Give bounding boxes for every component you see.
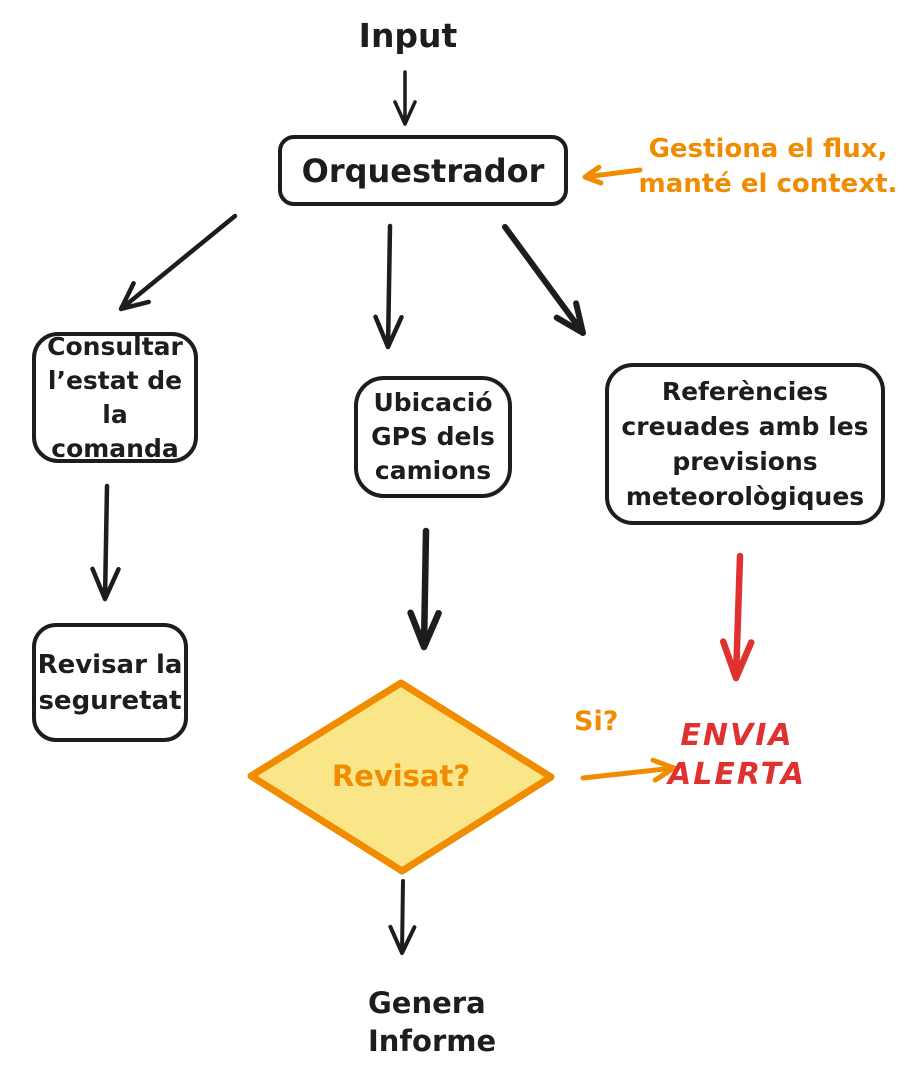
decision-label: Revisat? — [331, 759, 471, 793]
si-edge-label: Si? — [574, 706, 619, 737]
genera-informe-label: Genera Informe — [368, 984, 496, 1060]
revisar-line-1: Revisar la — [37, 649, 183, 680]
arrow-orchestrator-to-consultar — [118, 213, 238, 312]
consultar-node: Consultar l’estat de la comanda — [32, 332, 198, 463]
consultar-line-1: Consultar — [47, 331, 183, 361]
gps-node: Ubicació GPS dels camions — [354, 376, 512, 498]
alert-line-2: ALERTA — [668, 757, 806, 792]
referencies-node: Referències creuades amb les previsions … — [605, 363, 885, 525]
referencies-line-2: creuades amb les — [621, 412, 869, 441]
genera-line-2: Informe — [368, 1024, 497, 1058]
referencies-line-3: previsions — [672, 447, 818, 476]
genera-line-1: Genera — [368, 986, 486, 1020]
orchestrator-annotation: Gestiona el flux, manté el context. — [622, 132, 914, 202]
annotation-line-2: manté el context. — [638, 169, 898, 199]
orchestrator-label: Orquestrador — [301, 151, 545, 190]
revisar-node: Revisar la seguretat — [32, 623, 188, 742]
arrow-referencies-to-alert — [719, 552, 755, 682]
alert-line-1: ENVIA — [680, 718, 794, 753]
arrow-consultar-to-revisar — [90, 483, 121, 602]
annotation-line-1: Gestiona el flux, — [648, 134, 888, 164]
decision-diamond — [247, 679, 555, 875]
arrow-gps-to-decision — [407, 527, 442, 651]
arrow-orchestrator-to-gps — [373, 223, 404, 350]
envia-alerta-label: ENVIA ALERTA — [657, 716, 817, 794]
gps-line-1: Ubicació — [373, 388, 493, 417]
arrow-annotation-to-orchestrator — [582, 164, 643, 186]
gps-line-2: GPS dels — [371, 422, 495, 451]
orchestrator-node: Orquestrador — [278, 135, 568, 206]
arrow-decision-to-genera — [388, 879, 417, 955]
arrow-input-to-orchestrator — [393, 70, 417, 126]
referencies-line-4: meteorològiques — [625, 482, 865, 511]
consultar-line-3: la comanda — [51, 399, 179, 463]
arrow-decision-to-alert — [580, 757, 677, 783]
revisar-line-2: seguretat — [38, 685, 182, 716]
input-label: Input — [358, 16, 458, 55]
consultar-line-2: l’estat de — [47, 365, 183, 395]
gps-line-3: camions — [374, 456, 492, 485]
arrow-orchestrator-to-referencies — [502, 224, 586, 336]
referencies-line-1: Referències — [661, 377, 829, 406]
